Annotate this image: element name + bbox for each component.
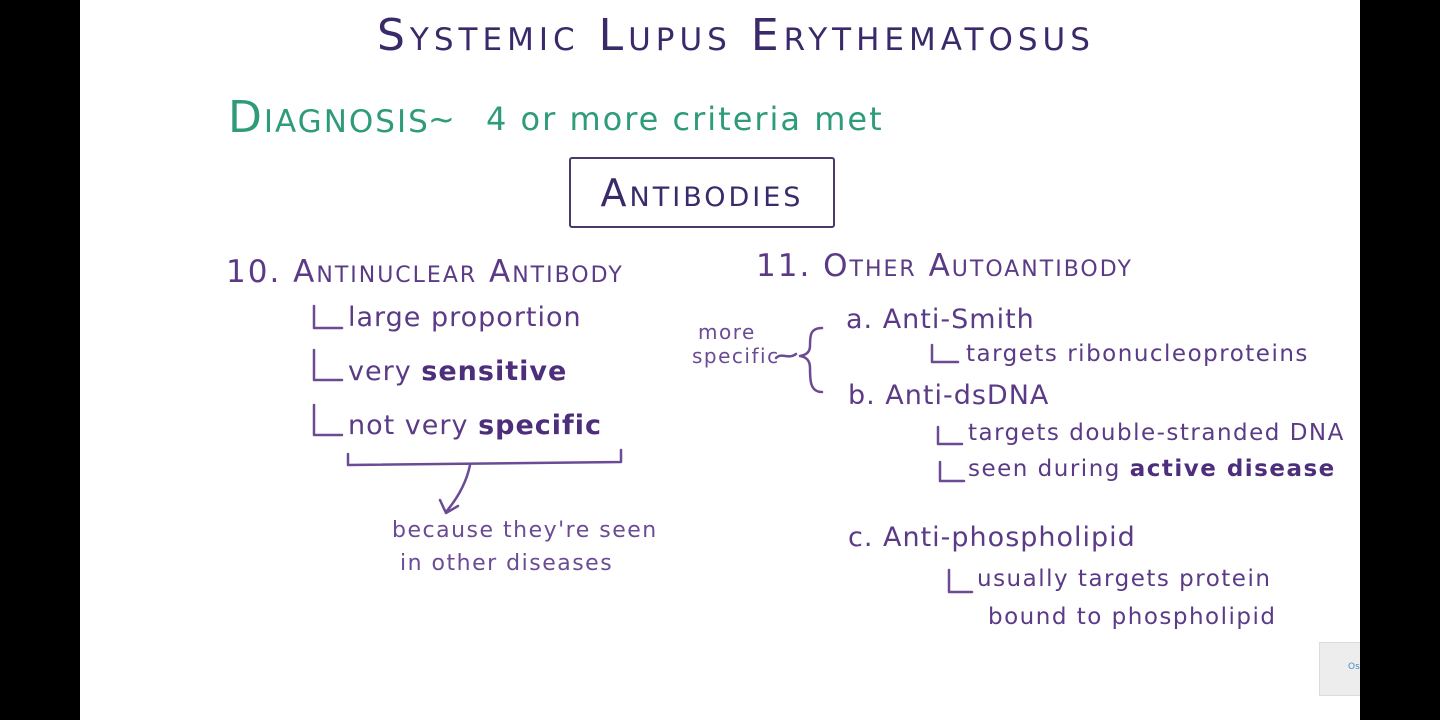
diagnosis-criteria: 4 or more criteria met	[486, 100, 884, 138]
bullet-hook-1	[312, 304, 344, 330]
more-specific-brace	[798, 326, 824, 394]
more-specific-line-2: specific	[692, 344, 780, 368]
diagnosis-tilde: ~	[428, 100, 457, 138]
whiteboard: Systemic Lupus Erythematosus Diagnosis ~…	[80, 0, 1360, 720]
bullet-hook-dsdna-2	[938, 460, 966, 483]
anti-phospholipid-label: c. Anti-phospholipid	[848, 522, 1136, 553]
ana-item-2-emphasis: sensitive	[421, 356, 568, 387]
anti-dsdna-detail-1: targets double-stranded DNA	[968, 420, 1345, 446]
bullet-hook-2	[312, 348, 344, 382]
anti-phospholipid-detail-2: bound to phospholipid	[988, 604, 1277, 630]
bullet-hook-phospho	[947, 568, 974, 594]
bullet-hook-3	[312, 403, 344, 437]
anti-dsdna-detail-2-emphasis: active disease	[1129, 456, 1336, 482]
antinuclear-heading: 10. Antinuclear Antibody	[226, 254, 624, 290]
ana-item-3-emphasis: specific	[478, 410, 603, 441]
ana-item-3-prefix: not very	[348, 410, 479, 441]
bullet-hook-smith	[930, 343, 960, 364]
osmosis-logo-text: Osmosis	[1348, 662, 1360, 672]
anti-phospholipid-detail-1: usually targets protein	[977, 566, 1272, 592]
ana-note-line-1: because they're seen	[392, 518, 658, 543]
note-arrow	[444, 463, 472, 514]
osmosis-logo: Osmosis	[1319, 642, 1360, 696]
ana-item-2: very sensitive	[348, 356, 567, 387]
ana-note-line-2: in other diseases	[400, 551, 614, 576]
antibodies-box-label: Antibodies	[600, 171, 804, 215]
ana-item-1: large proportion	[348, 302, 582, 333]
antibodies-box: Antibodies	[569, 157, 835, 228]
anti-dsdna-label: b. Anti-dsDNA	[848, 380, 1050, 411]
page-title: Systemic Lupus Erythematosus	[377, 10, 1095, 61]
anti-smith-label: a. Anti-Smith	[846, 304, 1035, 335]
diagnosis-label: Diagnosis	[228, 92, 430, 143]
anti-dsdna-detail-2-prefix: seen during	[968, 456, 1130, 482]
anti-dsdna-detail-2: seen during active disease	[968, 456, 1336, 482]
ana-item-3: not very specific	[348, 410, 602, 441]
autoantibody-heading: 11. Other Autoantibody	[756, 248, 1133, 284]
anti-smith-detail: targets ribonucleoproteins	[966, 341, 1309, 367]
note-arrow-head	[438, 498, 460, 515]
bullet-hook-dsdna-1	[936, 425, 964, 446]
ana-item-2-prefix: very	[348, 356, 422, 387]
specific-brace	[346, 448, 623, 467]
more-specific-line-1: more	[698, 320, 756, 344]
